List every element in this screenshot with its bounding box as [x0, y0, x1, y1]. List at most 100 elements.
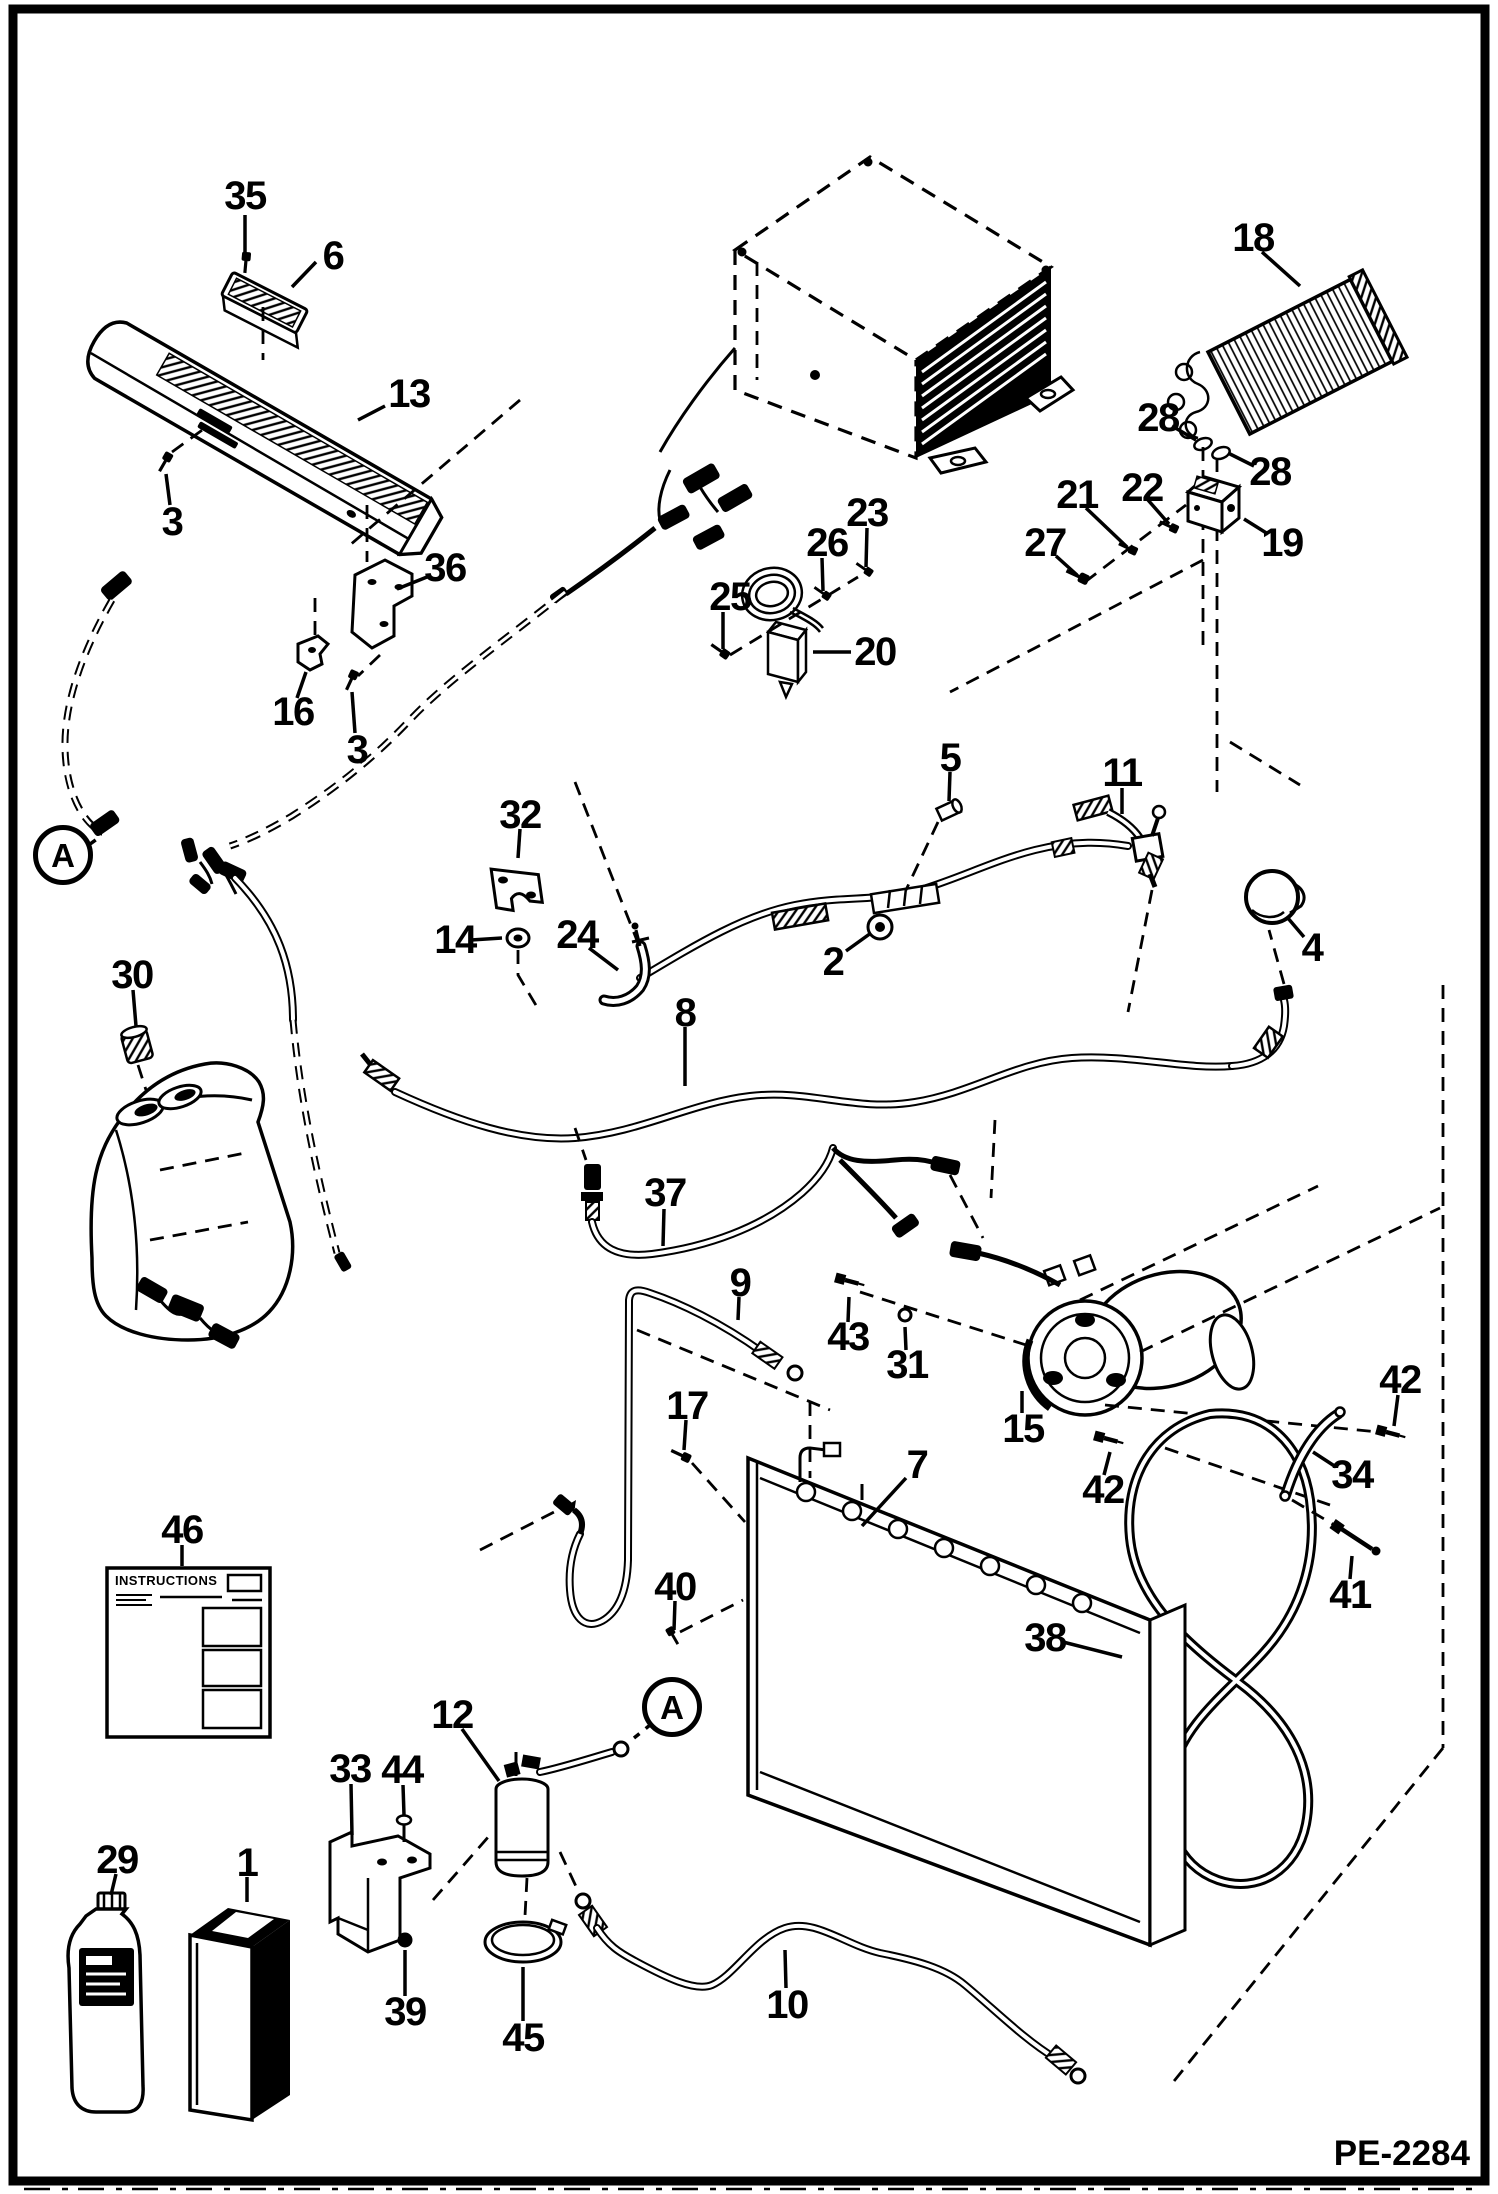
leader-line — [736, 1296, 741, 1321]
leader-line — [1227, 451, 1255, 468]
callout-10: 10 — [766, 1983, 809, 2027]
callout-32: 32 — [499, 793, 542, 837]
leader-line — [1171, 424, 1197, 442]
expansion-valve — [1184, 475, 1243, 536]
connector-cluster — [181, 837, 247, 895]
callout-21: 21 — [1056, 473, 1099, 517]
kit-box-1 — [188, 1908, 290, 2123]
harness-37 — [573, 1119, 997, 1259]
leader-line — [1312, 1450, 1337, 1469]
hvac-unit — [732, 155, 1076, 475]
mount-bracket-36 — [296, 558, 414, 694]
callout-18: 18 — [1232, 216, 1275, 260]
leader-line — [1260, 250, 1302, 288]
callout-14: 14 — [434, 918, 477, 962]
knob-30 — [120, 1024, 154, 1065]
leader-line — [1054, 554, 1079, 577]
callout-43: 43 — [827, 1315, 870, 1359]
leader-line — [401, 1784, 406, 1816]
leader-line — [131, 989, 138, 1027]
leader-line — [1285, 915, 1306, 939]
bracket-32-grommet-14 — [489, 867, 545, 1013]
callout-15: 15 — [1002, 1407, 1045, 1451]
callout-33: 33 — [329, 1747, 372, 1791]
console-cable-group — [61, 571, 568, 1349]
condenser-fittings — [795, 1441, 1093, 1614]
leader-line — [587, 946, 620, 972]
clamp-4 — [1244, 869, 1306, 925]
callout-4: 4 — [1301, 926, 1324, 970]
page-border — [8, 4, 1490, 2191]
leader-line — [682, 1419, 688, 1451]
callout-6: 6 — [322, 234, 345, 278]
console-cover — [89, 1061, 295, 1342]
callout-46: 46 — [161, 1508, 204, 1552]
leader-line — [903, 1326, 908, 1351]
leader-line — [860, 1476, 908, 1528]
hose-9 — [479, 1286, 831, 1628]
connector-cluster-lower — [136, 1277, 240, 1349]
leader-line — [295, 671, 308, 699]
figure-code: PE-2284 — [1333, 2134, 1470, 2173]
callout-20: 20 — [854, 630, 897, 674]
callout-44: 44 — [381, 1748, 424, 1792]
callout-35: 35 — [224, 174, 267, 218]
elbow-fitting-24 — [598, 922, 651, 1007]
leader-line — [661, 1208, 666, 1247]
evaporator-group — [949, 267, 1410, 792]
callout-17: 17 — [666, 1384, 709, 1428]
brace-34 — [1093, 1406, 1407, 1556]
leader-line — [350, 691, 357, 734]
callout-45: 45 — [502, 2016, 545, 2060]
callout-3: 3 — [346, 728, 369, 772]
instructions-sheet — [105, 1566, 272, 1739]
callout-30: 30 — [111, 953, 154, 997]
callout-38: 38 — [1024, 1616, 1067, 1660]
callout-12: 12 — [431, 1693, 474, 1737]
callout-22: 22 — [1121, 466, 1164, 510]
compressor-15 — [834, 1184, 1441, 1507]
callout-41: 41 — [1329, 1573, 1372, 1617]
view-marker-A: A — [33, 825, 93, 885]
callout-42: 42 — [1082, 1468, 1125, 1512]
leader-line — [820, 557, 825, 592]
receiver-drier-group — [328, 1740, 630, 1964]
nut-2 — [866, 913, 894, 941]
callout-23: 23 — [846, 491, 889, 535]
callout-16: 16 — [272, 690, 315, 734]
leader-line — [290, 260, 318, 289]
drier-bracket-33 — [328, 1829, 432, 1954]
hose-8 — [360, 929, 1294, 1143]
leader-line — [470, 936, 503, 942]
callout-8: 8 — [674, 991, 697, 1035]
callout-31: 31 — [886, 1343, 929, 1387]
leader-line — [783, 1949, 788, 1989]
view-marker-A: A — [642, 1677, 702, 1737]
thermostat-group — [707, 558, 876, 701]
leader-line — [844, 931, 873, 953]
screw-44 — [395, 1814, 413, 1842]
wire-harness — [549, 347, 753, 604]
callout-3: 3 — [161, 500, 184, 544]
callout-28: 28 — [1137, 396, 1180, 440]
callout-19: 19 — [1261, 521, 1304, 565]
callout-40: 40 — [654, 1565, 697, 1609]
condenser-7 — [663, 1441, 1187, 1948]
leader-line — [1062, 1640, 1123, 1659]
callout-13: 13 — [388, 372, 431, 416]
leader-line — [1146, 498, 1171, 526]
callout-7: 7 — [906, 1443, 929, 1487]
leader-line — [1102, 1451, 1112, 1476]
callout-26: 26 — [806, 521, 849, 565]
hose-10 — [558, 985, 1445, 2087]
clutch-pulley — [1022, 1299, 1144, 1417]
callout-37: 37 — [644, 1171, 687, 1215]
callout-39: 39 — [384, 1990, 427, 2034]
leader-line — [864, 527, 869, 568]
callout-5: 5 — [939, 736, 962, 780]
clamp-45 — [483, 1918, 568, 1964]
instructions-title: INSTRUCTIONS — [115, 1573, 218, 1588]
leader-line — [516, 828, 522, 859]
